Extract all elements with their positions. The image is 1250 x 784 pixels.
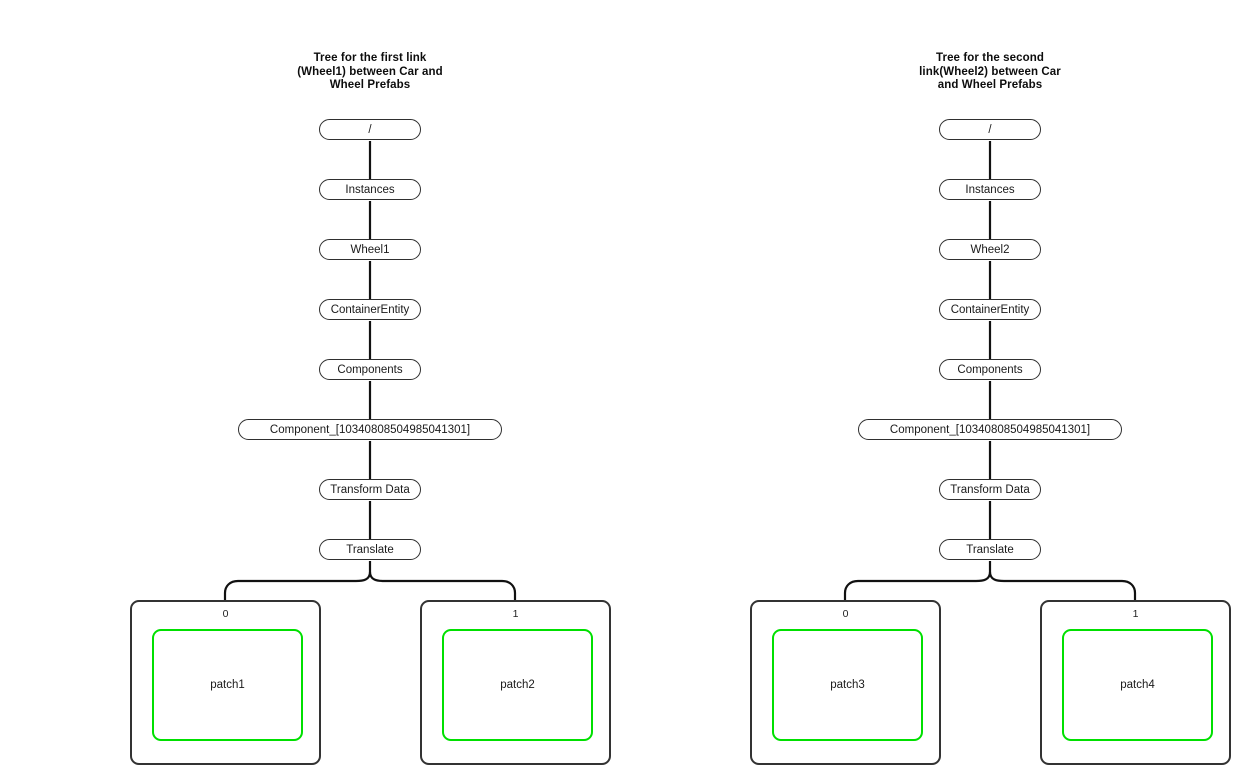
patch-label: patch1 [210,679,245,691]
leaf-node[interactable]: 1 patch2 [420,600,611,765]
leaf-node[interactable]: 0 patch1 [130,600,321,765]
tree-node[interactable]: Wheel2 [939,239,1041,260]
tree-title: Tree for the first link (Wheel1) between… [297,52,443,91]
leaf-index: 0 [222,608,229,620]
patch-box[interactable]: patch2 [442,629,593,741]
tree-node[interactable]: Instances [939,179,1041,200]
tree-node[interactable]: ContainerEntity [319,299,421,320]
tree-node[interactable]: Transform Data [319,479,421,500]
patch-label: patch2 [500,679,535,691]
patch-label: patch4 [1120,679,1155,691]
tree-node[interactable]: Translate [319,539,421,560]
tree-node[interactable]: Translate [939,539,1041,560]
tree-node[interactable]: / [939,119,1041,140]
tree-first-link: Tree for the first link (Wheel1) between… [60,0,680,784]
tree-node[interactable]: ContainerEntity [939,299,1041,320]
patch-box[interactable]: patch3 [772,629,923,741]
tree-node[interactable]: Components [319,359,421,380]
tree-node[interactable]: Transform Data [939,479,1041,500]
patch-label: patch3 [830,679,865,691]
tree-node-component[interactable]: Component_[10340808504985041301] [858,419,1122,440]
patch-box[interactable]: patch4 [1062,629,1213,741]
leaf-index: 1 [1132,608,1139,620]
tree-second-link: Tree for the second link(Wheel2) between… [680,0,1250,784]
tree-node[interactable]: Components [939,359,1041,380]
leaf-node[interactable]: 0 patch3 [750,600,941,765]
leaf-index: 1 [512,608,519,620]
tree-title: Tree for the second link(Wheel2) between… [919,52,1061,91]
tree-node[interactable]: Instances [319,179,421,200]
tree-node[interactable]: Wheel1 [319,239,421,260]
tree-node-component[interactable]: Component_[10340808504985041301] [238,419,502,440]
leaf-node[interactable]: 1 patch4 [1040,600,1231,765]
tree-node[interactable]: / [319,119,421,140]
leaf-index: 0 [842,608,849,620]
patch-box[interactable]: patch1 [152,629,303,741]
